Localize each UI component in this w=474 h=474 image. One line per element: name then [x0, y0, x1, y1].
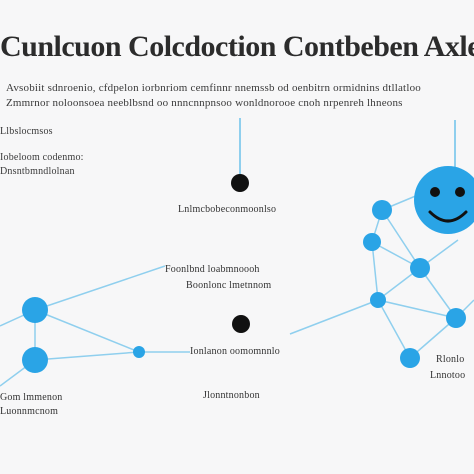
edge	[419, 267, 457, 319]
left-label-1: Llbslocmsos	[0, 126, 53, 137]
bottom-left-caption-1: Gom lmmenon	[0, 392, 63, 403]
network-node	[22, 347, 48, 373]
intro-line-2: Zmmrnor noloonsoea neeblbsnd oo nnncnnpn…	[6, 97, 403, 109]
bottom-center-caption: Jlonntnonbon	[203, 390, 260, 401]
edge	[34, 265, 166, 311]
smiley-face-icon	[414, 166, 474, 234]
edge	[409, 317, 457, 359]
network-node	[363, 233, 381, 251]
network-node	[410, 258, 430, 278]
dark-node-bottom	[232, 315, 250, 333]
bottom-left-caption-2: Luonnmcnom	[0, 406, 59, 417]
dark-node-top	[231, 174, 249, 192]
edge	[377, 299, 411, 359]
edge	[377, 299, 457, 319]
network-node	[370, 292, 386, 308]
center-mid-caption-1: Foonlbnd loabmnoooh	[165, 264, 260, 275]
network-node	[372, 200, 392, 220]
bottom-right-caption-1: Rlonlo	[436, 354, 465, 365]
network-node	[22, 297, 48, 323]
network-node	[446, 308, 466, 328]
network-node	[133, 346, 145, 358]
edge	[34, 351, 140, 361]
edge	[34, 309, 140, 353]
bottom-right-caption-2: Lnnotoo	[430, 370, 466, 381]
left-label-3: Dnsntbmndlolnan	[0, 166, 75, 177]
page-title: Cunlcuon Colcdoction Contbeben Axleodeta…	[0, 30, 474, 63]
network-node	[400, 348, 420, 368]
intro-line-1: Avsobiit sdnroenio, cfdpelon iorbnriom c…	[6, 82, 421, 94]
edge	[289, 299, 379, 335]
center-bottom-caption: Ionlanon oomomnnlo	[190, 346, 280, 357]
center-mid-caption-2: Boonlonc lmetnnom	[186, 280, 272, 291]
center-top-caption: Lnlmcbobeconmoonlso	[178, 204, 277, 215]
edge	[371, 241, 379, 301]
left-label-2: Iobeloom codenmo:	[0, 152, 84, 163]
edge	[381, 209, 421, 269]
